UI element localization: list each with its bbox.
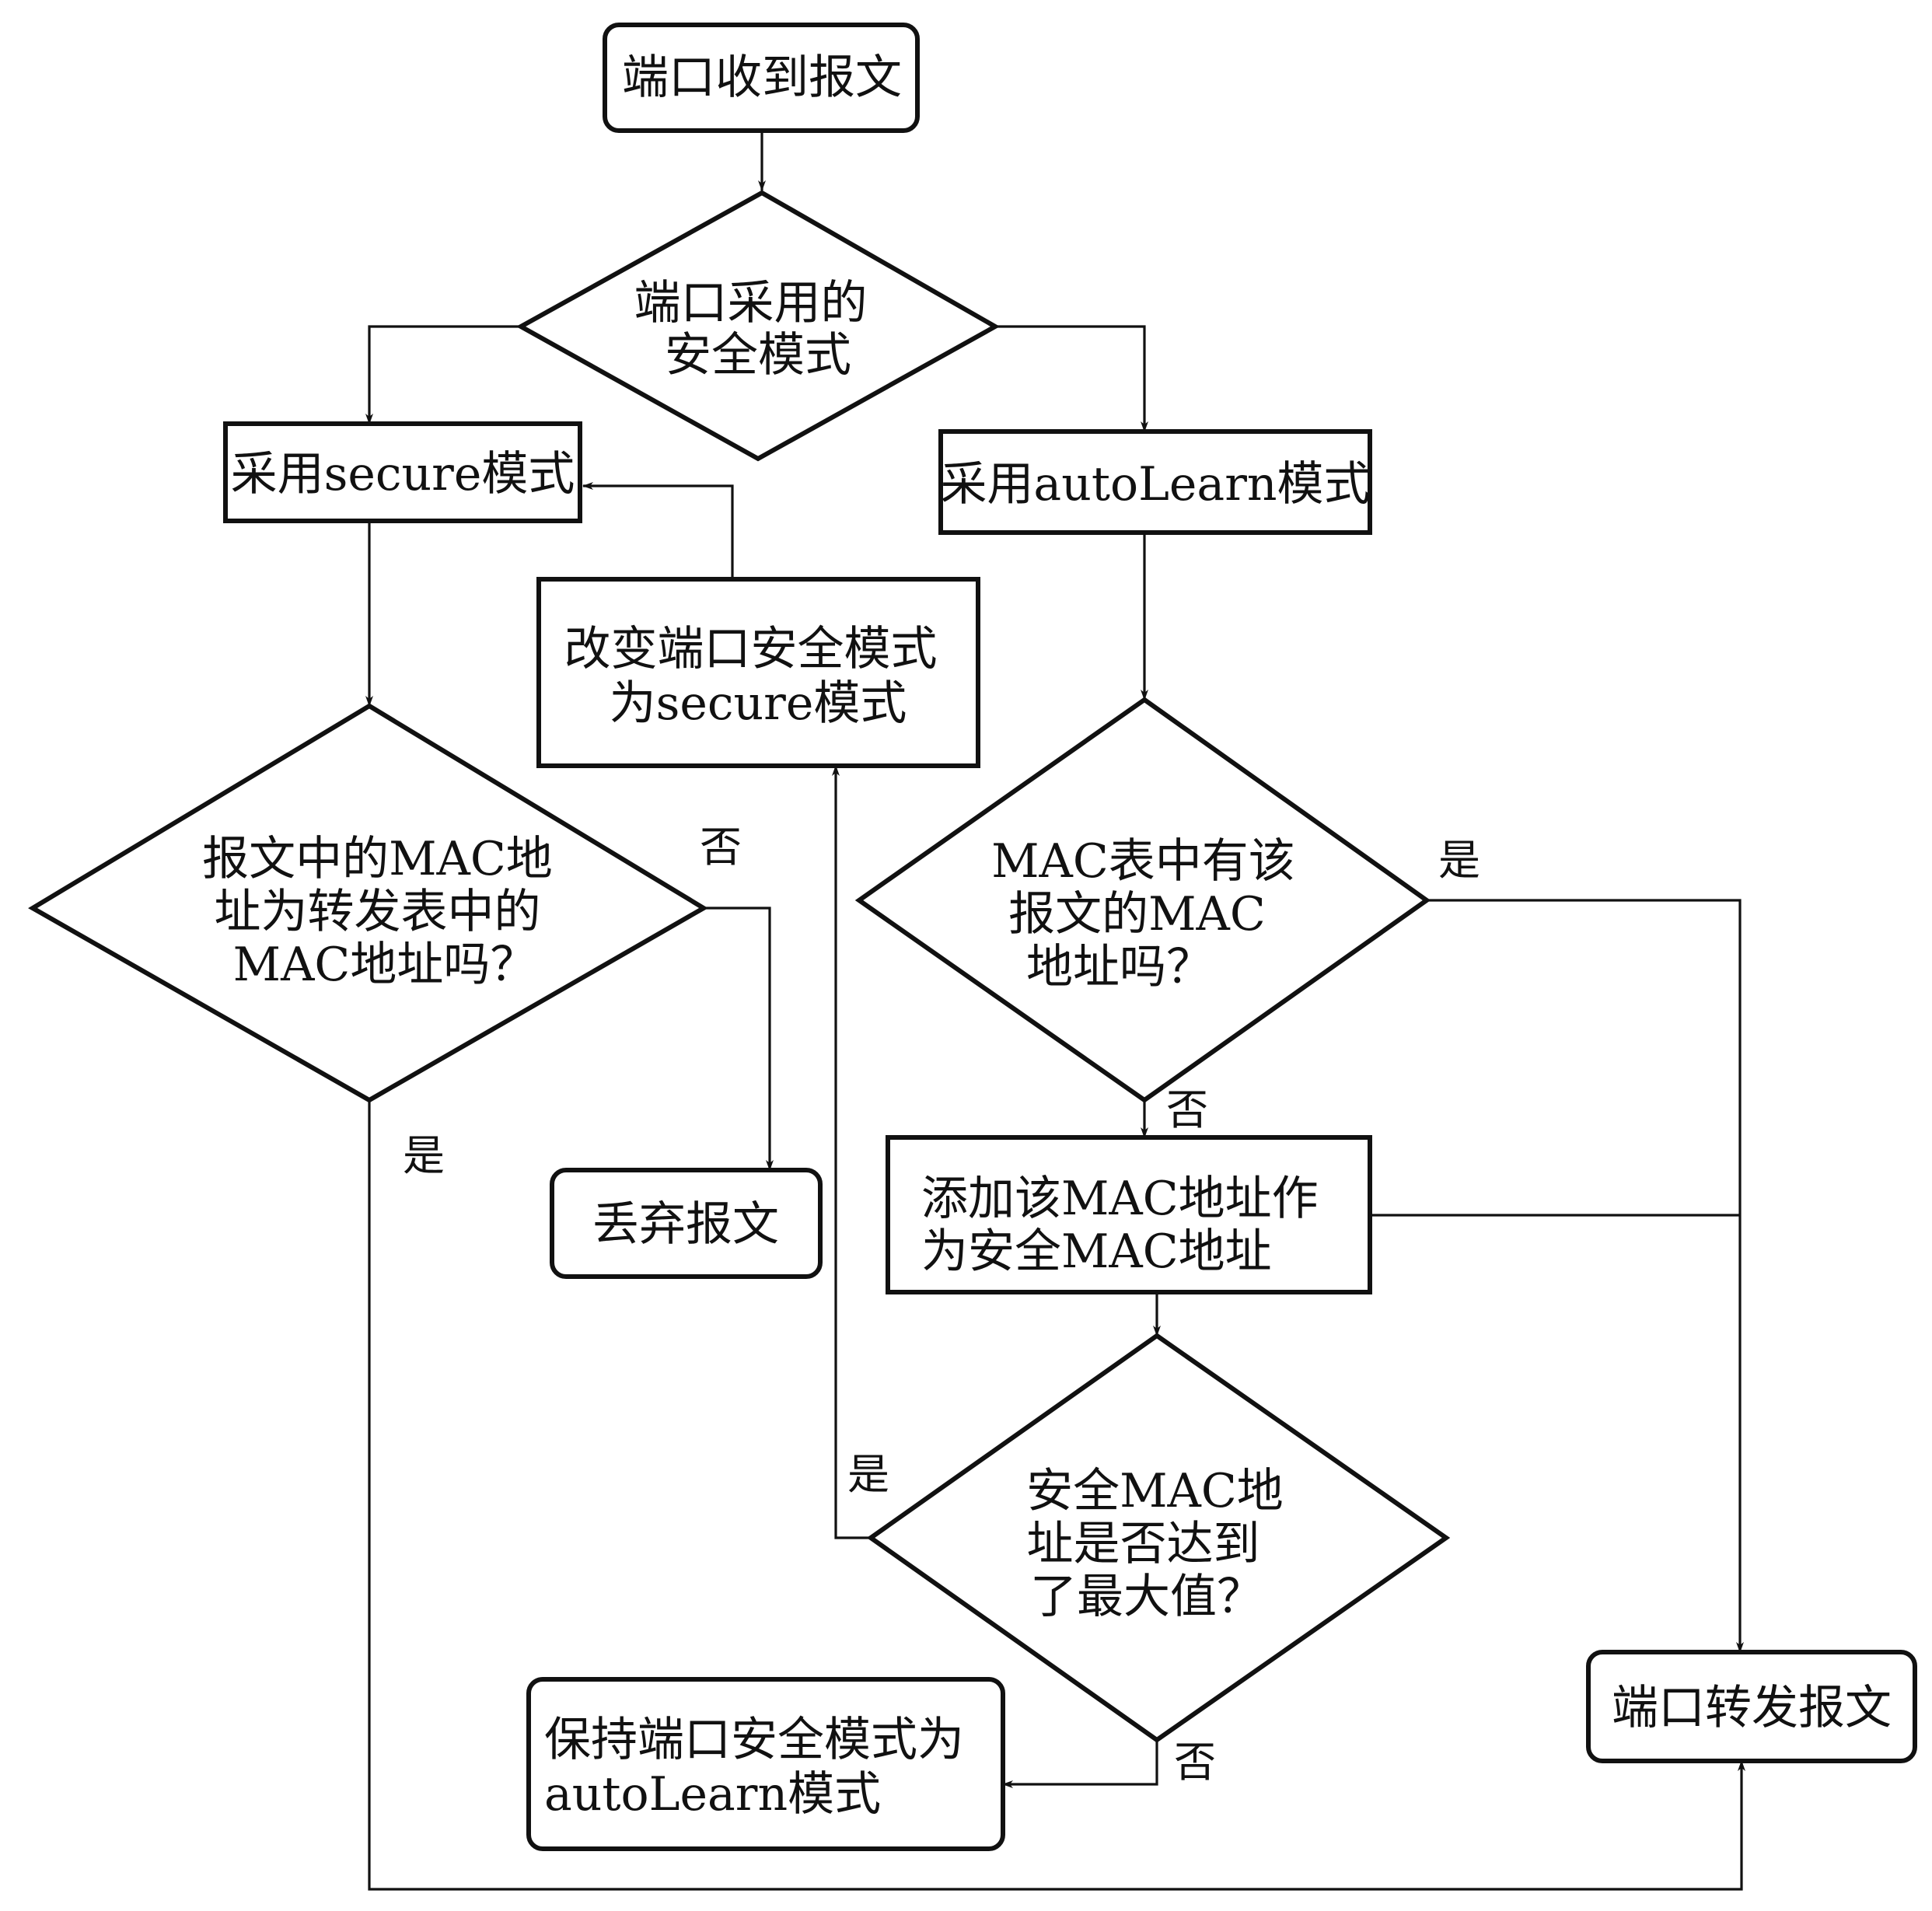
forward-label: 端口转发报文 [1612, 1681, 1892, 1735]
svg-text:采用secure模式: 采用secure模式 [231, 447, 575, 501]
mac-forward-line-3: MAC地址吗？ [233, 938, 537, 992]
mac-table-line-2: 报文的MAC [1008, 887, 1266, 942]
edge-macdecision-yes-to-forward [368, 1100, 1745, 1891]
start-line-1: 端口收到报文 [622, 51, 902, 105]
mode-decision-line-1: 端口采用的 [634, 276, 867, 330]
edge-change-to-secure [582, 482, 734, 579]
change-mode-line-2: 为secure模式 [610, 676, 907, 731]
max-line-1: 安全MAC地 [1026, 1464, 1284, 1518]
label-secure-no: 否 [700, 823, 742, 872]
edge-decision-to-secure [365, 325, 521, 424]
node-add-secure-mac: 添加该MAC地址作 为安全MAC地址 [886, 1135, 1372, 1294]
edge-labels: 否 是 是 否 是 否 [403, 823, 1480, 1787]
svg-text:添加该MAC地址作 为安全MAC地址: 添加该MAC地址作 为安全MAC地址 [921, 1172, 1333, 1279]
edge-max-yes-to-change [832, 765, 871, 1539]
svg-text:保持端口安全模式为 autoLearn模式: 保持端口安全模式为 autoLearn模式 [544, 1713, 979, 1822]
discard-label: 丢弃报文 [592, 1197, 779, 1252]
mac-forward-line-1: 报文中的MAC地 [202, 832, 553, 886]
edges [365, 131, 1745, 1891]
keep-line-1: 保持端口安全模式为 [544, 1713, 964, 1767]
node-max-reached: 安全MAC地 址是否达到 了最大值？ [866, 1333, 1451, 1743]
edge-max-no-to-keep [1002, 1740, 1158, 1788]
svg-text:端口采用的 安全模式: 端口采用的 安全模式 [634, 276, 882, 383]
node-mac-in-table: MAC表中有该 报文的MAC 地址吗？ [854, 697, 1431, 1103]
edge-macdecision-no-to-discard [704, 907, 774, 1171]
mac-table-line-3: 地址吗？ [1026, 940, 1213, 994]
edge-mactable-yes-to-forward [1427, 899, 1744, 1653]
label-secure-yes: 是 [403, 1131, 445, 1180]
label-mac-table-yes: 是 [1438, 836, 1480, 885]
node-start: 端口收到报文 [603, 23, 920, 133]
autolearn-mode-label: 采用autoLearn模式 [940, 457, 1370, 512]
mac-table-line-1: MAC表中有该 [991, 834, 1295, 889]
svg-text:报文中的MAC地 址为转发表中的 M: 报文中的MAC地 址为转发表中的 MAC地址吗？ [202, 832, 568, 992]
secure-mode-label: 采用secure模式 [231, 447, 575, 501]
add-mac-line-1: 添加该MAC地址作 [921, 1172, 1319, 1226]
node-keep-autolearn: 保持端口安全模式为 autoLearn模式 [526, 1677, 1005, 1851]
node-secure-mode: 采用secure模式 [223, 421, 582, 523]
max-line-3: 了最大值？ [1030, 1570, 1263, 1624]
svg-text:采用autoLearn模式: 采用autoLearn模式 [940, 457, 1370, 512]
label-mac-table-no: 否 [1166, 1085, 1208, 1134]
label-max-no: 否 [1174, 1738, 1216, 1787]
mac-forward-line-2: 址为转发表中的 [214, 885, 540, 939]
keep-line-2: autoLearn模式 [544, 1767, 881, 1822]
label-max-yes: 是 [847, 1450, 889, 1499]
svg-text:端口收到报文: 端口收到报文 [622, 51, 902, 105]
add-mac-line-2: 为安全MAC地址 [921, 1225, 1272, 1279]
svg-text:丢弃报文: 丢弃报文 [592, 1197, 779, 1252]
node-mode-decision: 端口采用的 安全模式 [515, 190, 1001, 462]
edge-decision-to-autolearn [995, 325, 1148, 432]
max-line-2: 址是否达到 [1026, 1517, 1259, 1571]
svg-text:MAC表中有该 报文的MAC 地址吗: MAC表中有该 报文的MAC 地址吗？ [991, 834, 1310, 994]
node-discard: 丢弃报文 [550, 1168, 823, 1279]
svg-text:端口转发报文: 端口转发报文 [1612, 1681, 1892, 1735]
svg-text:安全MAC地 址是否达到 了最大值？: 安全MAC地 址是否达到 了最大值？ [1026, 1464, 1298, 1624]
node-mac-in-forward-table: 报文中的MAC地 址为转发表中的 MAC地址吗？ [28, 703, 708, 1103]
svg-text:改变端口安全模式 为secure模式: 改变端口安全模式 为secure模式 [564, 622, 952, 731]
mode-decision-line-2: 安全模式 [665, 328, 851, 383]
node-change-mode: 改变端口安全模式 为secure模式 [536, 577, 980, 768]
node-forward: 端口转发报文 [1586, 1650, 1917, 1763]
change-mode-line-1: 改变端口安全模式 [564, 622, 937, 676]
node-autolearn-mode: 采用autoLearn模式 [938, 429, 1372, 535]
